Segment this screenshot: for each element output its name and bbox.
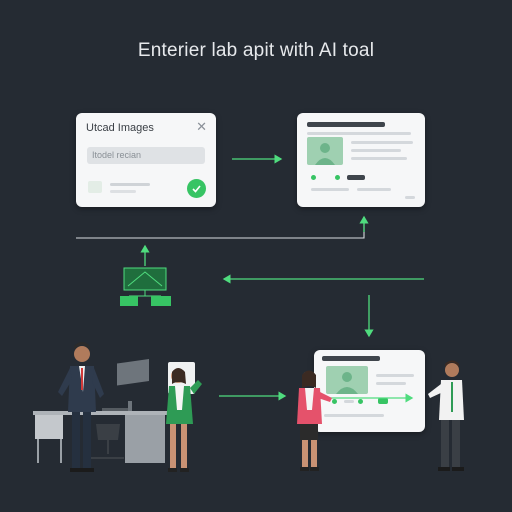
- result-header-bar: [322, 356, 380, 361]
- result-card: [314, 350, 425, 432]
- confirm-upload-button[interactable]: [187, 179, 206, 198]
- result-tag: [378, 398, 388, 404]
- businessman-figure: [58, 342, 104, 472]
- close-icon[interactable]: ✕: [196, 119, 207, 134]
- file-icon: [88, 181, 102, 193]
- status-dot: [358, 399, 363, 404]
- preview-card: [297, 113, 425, 207]
- connector-line: [76, 218, 365, 239]
- man-presenter-figure: [428, 360, 464, 471]
- desk-illustration: [33, 359, 168, 463]
- status-dot: [335, 175, 340, 180]
- network-icon: [120, 267, 171, 306]
- dialog-title: Utcad Images: [86, 122, 154, 134]
- image-placeholder-icon: [307, 137, 343, 165]
- woman-green-figure: [166, 368, 202, 472]
- preview-footer-line: [405, 196, 415, 199]
- file-name-line: [110, 183, 150, 186]
- preview-text-line: [351, 141, 413, 144]
- status-dot: [311, 175, 316, 180]
- preview-text-line: [351, 149, 401, 152]
- preview-text-line: [351, 157, 407, 160]
- page-title: Enterier lab apit with AI toal: [137, 40, 375, 61]
- file-size-line: [110, 190, 136, 193]
- woman-pink-figure: [297, 370, 332, 471]
- preview-header-bar: [307, 122, 385, 127]
- model-field[interactable]: Itodel recian: [87, 147, 205, 164]
- result-text-line: [376, 374, 414, 377]
- preview-label-bar: [347, 175, 365, 180]
- preview-footer-line: [357, 188, 391, 191]
- person-icon: [315, 143, 335, 165]
- upload-images-dialog: Utcad Images ✕ Itodel recian: [76, 113, 216, 207]
- image-placeholder-icon: [326, 366, 368, 394]
- check-icon: [192, 185, 201, 193]
- person-icon: [336, 372, 358, 394]
- result-footer-line: [324, 414, 384, 417]
- result-text-line: [344, 400, 354, 403]
- preview-subline: [307, 132, 411, 135]
- preview-footer-line: [311, 188, 349, 191]
- result-text-line: [376, 382, 406, 385]
- status-dot: [332, 399, 337, 404]
